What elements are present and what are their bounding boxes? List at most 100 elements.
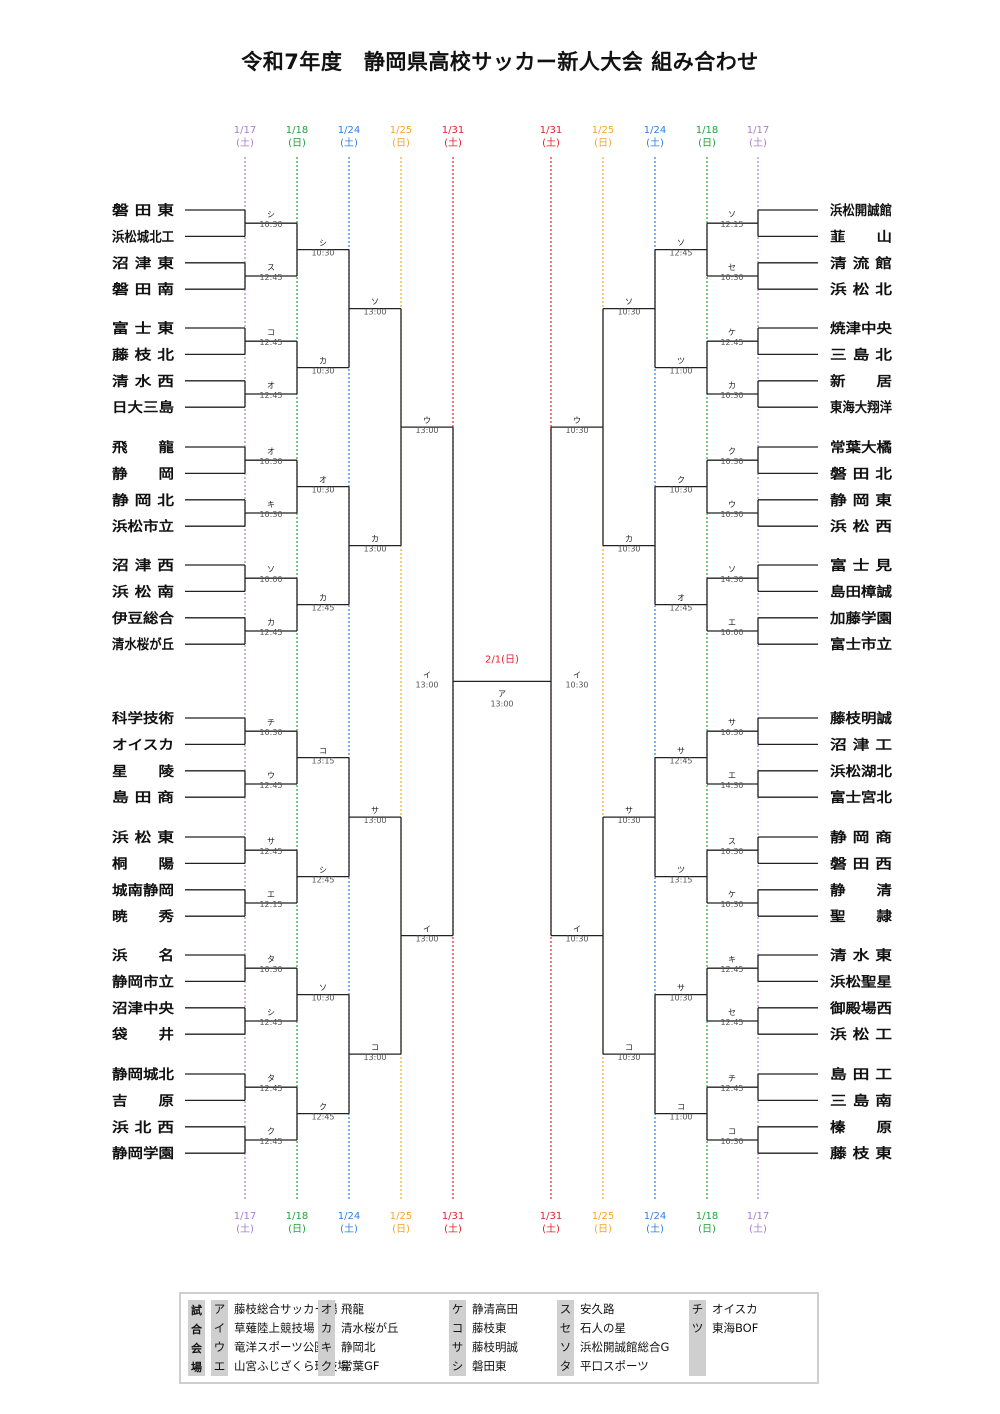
match-venue-code: ス bbox=[267, 263, 275, 272]
legend-venue-name: 藤枝総合サッカー場 bbox=[234, 1302, 338, 1316]
team-name: 伊豆総合 bbox=[111, 610, 175, 627]
team-name: 磐 田 東 bbox=[112, 202, 175, 219]
legend-code-column bbox=[689, 1300, 706, 1376]
team-name: 三 島 北 bbox=[830, 346, 893, 363]
legend-code-column bbox=[211, 1300, 228, 1376]
match-venue-code: コ bbox=[267, 328, 275, 337]
match-venue-code: ツ bbox=[677, 866, 685, 875]
legend-item: ス安久路 bbox=[557, 1300, 615, 1319]
team-name: 浜 松 東 bbox=[112, 829, 175, 846]
legend-venue-name: 草薙陸上競技場 bbox=[234, 1321, 315, 1335]
match-venue-code: ク bbox=[319, 1103, 327, 1112]
match-venue-code: イ bbox=[573, 670, 581, 679]
team-name: 島田樟誠 bbox=[830, 583, 893, 600]
date-label-top: 1/31 bbox=[442, 125, 464, 136]
match-time: 10:30 bbox=[617, 545, 640, 554]
legend-item: キ静岡北 bbox=[318, 1338, 376, 1357]
team-name: 浜松聖星 bbox=[830, 973, 892, 990]
match-time: 12:45 bbox=[720, 1018, 743, 1027]
date-label-top: 1/17 bbox=[747, 125, 769, 136]
legend-venue-code: セ bbox=[559, 1321, 572, 1335]
team-name: 星 陵 bbox=[112, 763, 175, 780]
team-name: 榛 原 bbox=[830, 1119, 893, 1136]
legend-header: 試 合 会 場 bbox=[188, 1300, 205, 1376]
legend-venue-name: 安久路 bbox=[580, 1302, 615, 1316]
match-venue-code: シ bbox=[319, 239, 327, 248]
match-venue-code: イ bbox=[423, 925, 431, 934]
team-name: 浜 松 西 bbox=[830, 518, 892, 535]
date-label-bottom: 1/31 bbox=[540, 1211, 562, 1222]
legend-item: カ清水桜が丘 bbox=[318, 1319, 399, 1338]
legend-item: セ石人の星 bbox=[557, 1319, 626, 1338]
match-time: 13:00 bbox=[363, 816, 386, 825]
legend-header-char: 合 bbox=[191, 1322, 202, 1336]
legend-venue-code: サ bbox=[451, 1340, 464, 1354]
match-time: 10:30 bbox=[311, 486, 334, 495]
weekday-label-top: (日) bbox=[594, 138, 612, 149]
team-name: 常葉大橘 bbox=[830, 439, 893, 456]
legend-item: ツ東海BOF bbox=[689, 1319, 759, 1338]
match-time: 10:30 bbox=[720, 273, 743, 282]
match-time: 11:00 bbox=[669, 1113, 692, 1122]
match-time: 12:45 bbox=[259, 781, 282, 790]
legend-venue-code: ツ bbox=[691, 1321, 704, 1335]
weekday-label-bottom: (日) bbox=[594, 1224, 612, 1235]
final-time: 13:00 bbox=[490, 699, 513, 708]
date-label-bottom: 1/25 bbox=[390, 1211, 412, 1222]
weekday-label-top: (土) bbox=[444, 136, 462, 149]
match-venue-code: ス bbox=[728, 837, 736, 846]
team-name: 日大三島 bbox=[112, 399, 175, 416]
match-time: 10:30 bbox=[720, 900, 743, 909]
match-time: 10:30 bbox=[617, 308, 640, 317]
legend-item: ウ竜洋スポーツ公園 bbox=[211, 1338, 326, 1357]
legend-venue-name: 常葉GF bbox=[341, 1359, 380, 1373]
date-label-bottom: 1/25 bbox=[592, 1211, 614, 1222]
match-time: 12:45 bbox=[669, 604, 692, 613]
legend-venue-code: カ bbox=[320, 1321, 333, 1335]
team-name: 飛 龍 bbox=[111, 439, 175, 456]
match-time: 10:30 bbox=[259, 728, 282, 737]
match-time: 13:15 bbox=[669, 876, 692, 885]
date-label-top: 1/25 bbox=[390, 125, 412, 136]
team-name: 富 士 見 bbox=[830, 557, 893, 574]
date-label-bottom: 1/31 bbox=[442, 1211, 464, 1222]
team-name: 磐 田 北 bbox=[830, 465, 893, 482]
weekday-label-bottom: (日) bbox=[288, 1224, 306, 1235]
match-venue-code: コ bbox=[371, 1043, 379, 1052]
date-label-bottom: 1/17 bbox=[747, 1211, 769, 1222]
venue-legend: 試 合 会 場 ア藤枝総合サッカー場イ草薙陸上競技場ウ竜洋スポーツ公園エ山宮ふじ… bbox=[179, 1292, 819, 1384]
match-venue-code: オ bbox=[677, 594, 685, 603]
match-venue-code: キ bbox=[728, 955, 736, 964]
team-name: 藤枝明誠 bbox=[830, 710, 893, 727]
match-venue-code: キ bbox=[267, 500, 275, 509]
team-name: 浜松市立 bbox=[112, 518, 175, 535]
match-venue-code: ソ bbox=[677, 239, 685, 248]
date-label-top: 1/25 bbox=[592, 125, 614, 136]
final-date-label: 2/1(日) bbox=[485, 654, 519, 665]
match-venue-code: コ bbox=[625, 1043, 633, 1052]
legend-venue-code: ケ bbox=[451, 1302, 464, 1316]
legend-venue-name: 東海BOF bbox=[712, 1321, 759, 1335]
date-label-top: 1/24 bbox=[644, 125, 666, 136]
team-name: 浜松開誠館 bbox=[830, 202, 892, 219]
team-name: 島 田 工 bbox=[830, 1066, 893, 1083]
match-venue-code: エ bbox=[267, 890, 275, 899]
match-venue-code: ソ bbox=[267, 565, 275, 574]
legend-item: タ平口スポーツ bbox=[557, 1357, 649, 1376]
legend-venue-code: チ bbox=[691, 1302, 704, 1316]
team-name: 城南静岡 bbox=[112, 882, 174, 899]
team-name: 暁 秀 bbox=[112, 908, 175, 925]
weekday-label-bottom: (日) bbox=[698, 1224, 716, 1235]
team-name: 静 岡 商 bbox=[830, 829, 892, 846]
date-label-bottom: 1/17 bbox=[234, 1211, 256, 1222]
team-name: 沼 津 東 bbox=[112, 255, 175, 272]
legend-header-char: 会 bbox=[191, 1341, 202, 1355]
team-name: 浜 松 南 bbox=[112, 583, 174, 600]
match-venue-code: サ bbox=[677, 747, 685, 756]
match-venue-code: ウ bbox=[423, 416, 431, 425]
match-time: 10:30 bbox=[259, 510, 282, 519]
team-name: 清水桜が丘 bbox=[112, 636, 174, 653]
match-time: 13:00 bbox=[363, 1053, 386, 1062]
legend-venue-name: 清水桜が丘 bbox=[341, 1321, 399, 1335]
team-name: 浜 松 北 bbox=[830, 281, 893, 298]
